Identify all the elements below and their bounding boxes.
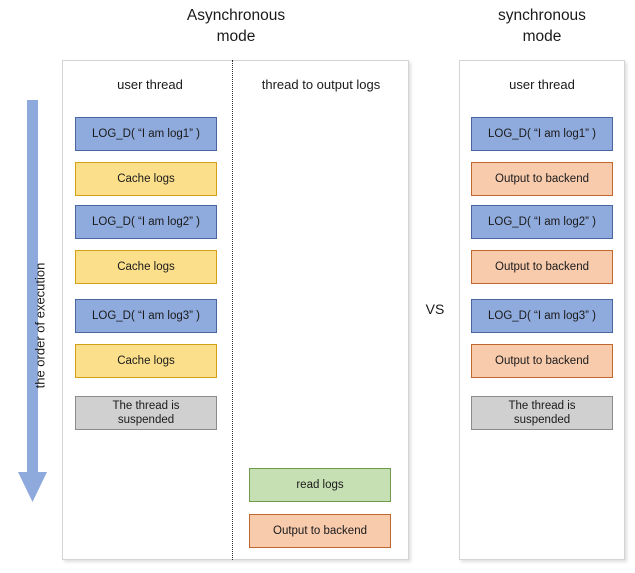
block-log-call-2[interactable]: LOG_D( “I am log2” ) xyxy=(75,205,217,239)
block-sync-output-3[interactable]: Output to backend xyxy=(471,344,613,378)
down-arrow-icon xyxy=(18,100,47,502)
order-of-execution-arrow: the order of execution xyxy=(12,100,56,510)
order-of-execution-label: the order of execution xyxy=(32,262,48,389)
async-mode-title: Asynchronous mode xyxy=(186,7,286,45)
async-logging-thread-column-label: thread to output logs xyxy=(261,77,381,92)
block-cache-logs-2[interactable]: Cache logs xyxy=(75,250,217,284)
thread-divider xyxy=(232,60,233,560)
block-read-logs[interactable]: read logs xyxy=(249,468,391,502)
sync-user-thread-column-label: user thread xyxy=(509,77,575,92)
vs-label: VS xyxy=(425,301,445,317)
block-log-call-1[interactable]: LOG_D( “I am log1” ) xyxy=(75,117,217,151)
block-sync-output-1[interactable]: Output to backend xyxy=(471,162,613,196)
block-thread-suspended-sync[interactable]: The thread is suspended xyxy=(471,396,613,430)
block-thread-suspended-async[interactable]: The thread is suspended xyxy=(75,396,217,430)
block-log-call-3[interactable]: LOG_D( “I am log3” ) xyxy=(75,299,217,333)
block-cache-logs-1[interactable]: Cache logs xyxy=(75,162,217,196)
block-cache-logs-3[interactable]: Cache logs xyxy=(75,344,217,378)
block-sync-log-call-2[interactable]: LOG_D( “I am log2” ) xyxy=(471,205,613,239)
block-sync-log-call-3[interactable]: LOG_D( “I am log3” ) xyxy=(471,299,613,333)
async-user-thread-column-label: user thread xyxy=(117,77,183,92)
block-sync-log-call-1[interactable]: LOG_D( “I am log1” ) xyxy=(471,117,613,151)
sync-mode-title: synchronous mode xyxy=(498,7,586,45)
block-sync-output-2[interactable]: Output to backend xyxy=(471,250,613,284)
block-output-to-backend-async[interactable]: Output to backend xyxy=(249,514,391,548)
